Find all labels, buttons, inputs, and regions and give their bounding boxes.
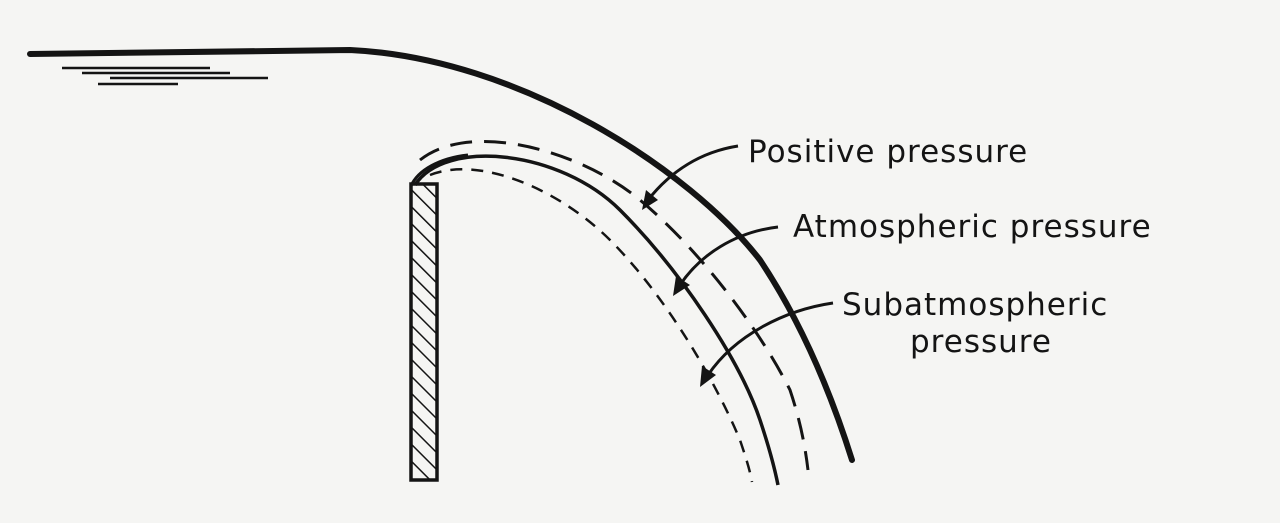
label-atmospheric-pressure: Atmospheric pressure — [793, 209, 1152, 245]
atmospheric-pressure-line — [413, 154, 780, 486]
weir-wall — [409, 153, 469, 482]
water-surface-marks — [62, 66, 268, 86]
positive-arrowhead — [642, 190, 658, 210]
subatmospheric-pressure-line — [429, 168, 754, 483]
positive-leader — [646, 144, 739, 201]
subatmospheric-leader — [706, 301, 834, 376]
upper-nappe-surface — [27, 46, 855, 463]
label-positive-pressure: Positive pressure — [748, 134, 1028, 170]
atmospheric-leader — [678, 225, 779, 286]
subatmospheric-arrowhead — [700, 366, 716, 387]
atmospheric-arrowhead — [673, 276, 690, 296]
leader-arrows — [642, 144, 834, 387]
positive-pressure-line — [419, 140, 810, 471]
label-subatmospheric-line2: pressure — [910, 324, 1052, 360]
label-subatmospheric-line1: Subatmospheric — [842, 287, 1108, 323]
